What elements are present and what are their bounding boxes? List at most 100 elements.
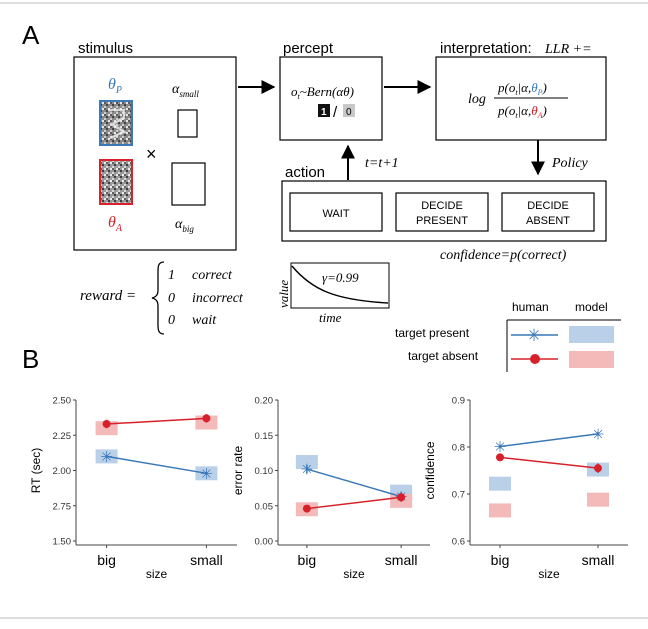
y-tick-label: 0.6 — [452, 537, 465, 548]
decide-absent-box — [501, 192, 595, 232]
legend-absent-marker — [530, 354, 540, 364]
human-present-point: ✳ — [200, 466, 213, 483]
y-tick-label: 0.9 — [452, 396, 465, 407]
x-tick-label: small — [190, 552, 223, 568]
chart-confidence: 0.6 0.7 0.8 0.9 big small size confidence ✳ ✳ — [423, 396, 628, 581]
llr-numerator: p(ot|α,θP) — [497, 80, 547, 97]
reward-row3-value: 0 — [168, 313, 175, 328]
y-tick-label: 0.05 — [255, 501, 274, 512]
human-absent-line — [499, 456, 599, 469]
human-present-point: ✳ — [100, 449, 113, 466]
model-present-box — [489, 476, 512, 491]
theta-a-label: θA — [108, 214, 123, 234]
human-absent-point — [102, 419, 111, 428]
percept-formula: ot~Bern(αθ) — [291, 84, 354, 101]
times-sign: × — [146, 144, 157, 164]
x-tick-label: big — [491, 552, 510, 568]
confidence-definition: confidence=p(correct) — [440, 248, 567, 263]
legend: human model target present target absent… — [395, 300, 621, 372]
y-tick-label: 0.7 — [452, 490, 465, 501]
y-axis-label: error rate — [231, 446, 245, 496]
wait-box — [289, 192, 383, 232]
x-axis-label: size — [343, 567, 365, 581]
stimulus-box — [73, 56, 237, 251]
decide-present-line2: PRESENT — [416, 215, 468, 227]
model-present-box — [295, 455, 318, 470]
y-axis-label: confidence — [423, 441, 437, 499]
decide-absent-line2: ABSENT — [526, 215, 570, 227]
one-chip-label: 1 — [321, 107, 327, 118]
reward-brace — [151, 261, 165, 335]
y-tick-label: 2.25 — [53, 431, 72, 442]
stimulus-title: stimulus — [78, 40, 133, 57]
small-aperture — [177, 109, 198, 138]
legend-present-label: target present — [395, 326, 470, 340]
target-shape — [108, 108, 127, 140]
big-aperture — [171, 162, 206, 206]
discount-curve — [291, 265, 389, 304]
y-tick-label: 2.50 — [53, 396, 72, 407]
human-absent-point — [397, 493, 406, 502]
action-box — [281, 180, 607, 242]
reward-row2-value: 0 — [168, 291, 175, 306]
alpha-small-label: αsmall — [172, 82, 199, 99]
target-absent-image — [99, 159, 133, 205]
human-present-point: ✳ — [301, 462, 314, 479]
human-present-point: ✳ — [494, 439, 507, 456]
interpretation-title: interpretation: — [440, 40, 532, 57]
human-absent-point — [496, 453, 505, 462]
zero-chip — [343, 104, 355, 117]
x-tick-label: big — [298, 552, 317, 568]
discount-xlabel: time — [319, 310, 342, 325]
reward-label: reward = — [80, 288, 136, 304]
decide-absent-line1: DECIDE — [527, 200, 569, 212]
legend-absent-label: target absent — [408, 349, 479, 363]
chart-rt: 1.50 2.75 2.00 2.25 2.50 big small size RT (sec)… — [29, 396, 237, 581]
y-tick-label: 2.00 — [53, 466, 72, 477]
x-tick-label: big — [97, 552, 116, 568]
discount-ylabel: value — [276, 280, 291, 308]
x-axis-label: size — [538, 567, 560, 581]
decide-present-line1: DECIDE — [421, 200, 463, 212]
decide-present-box — [395, 192, 489, 232]
human-absent-point — [593, 464, 602, 473]
human-present-line — [499, 433, 599, 448]
legend-model-header: model — [575, 300, 608, 314]
discount-gamma: γ=0.99 — [322, 270, 359, 285]
x-tick-label: small — [385, 552, 418, 568]
panel-b-label: B — [22, 344, 39, 374]
human-absent-line — [106, 417, 207, 425]
panel-a-label: A — [22, 20, 40, 50]
theta-p-label: θP — [108, 76, 122, 96]
legend-human-header: human — [512, 300, 549, 314]
x-axis-label: size — [146, 567, 168, 581]
percept-slash: / — [333, 104, 338, 121]
legend-absent-model — [569, 351, 614, 368]
y-tick-label: 0.10 — [255, 466, 274, 477]
reward-row1-value: 1 — [168, 268, 175, 283]
human-absent-line — [306, 496, 402, 510]
action-title: action — [285, 164, 325, 181]
human-present-line — [106, 455, 207, 475]
alpha-big-label: αbig — [175, 217, 194, 234]
y-tick-label: 1.50 — [53, 537, 72, 548]
human-present-point: ✳ — [592, 426, 605, 443]
reward-row1-text: correct — [192, 268, 233, 283]
interpretation-box — [435, 56, 607, 141]
llr-denominator: p(ot|α,θA) — [497, 103, 547, 120]
percept-box — [279, 56, 383, 141]
y-tick-label: 2.75 — [53, 501, 72, 512]
y-tick-label: 0.8 — [452, 443, 465, 454]
y-axis-label: RT (sec) — [29, 448, 43, 494]
percept-title: percept — [283, 40, 334, 57]
zero-chip-label: 0 — [346, 107, 352, 118]
time-increment: t=t+1 — [365, 156, 399, 171]
model-absent-box — [489, 503, 512, 518]
legend-present-marker: ✳ — [527, 326, 541, 345]
human-absent-point — [202, 414, 211, 423]
y-tick-label: 0.15 — [255, 431, 274, 442]
reward-row3-text: wait — [192, 313, 217, 328]
llr-label: LLR += — [544, 42, 592, 57]
x-tick-label: small — [582, 552, 615, 568]
